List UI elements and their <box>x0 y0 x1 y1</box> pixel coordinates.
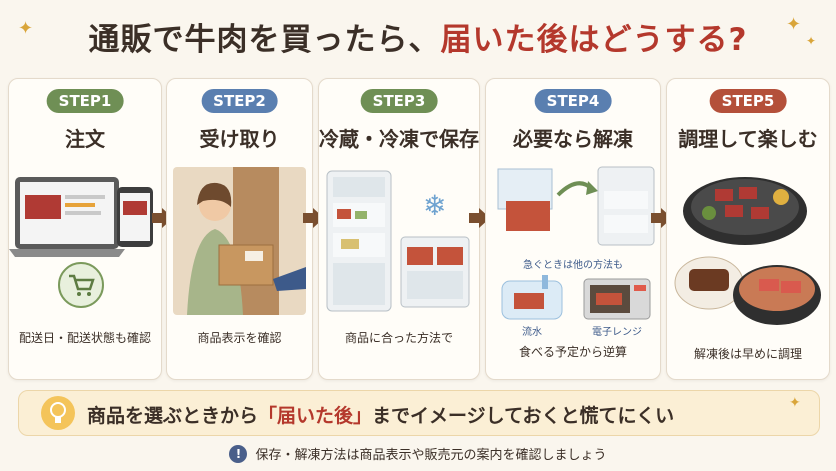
running-water-illustration <box>501 275 563 320</box>
grill-illustration <box>674 177 821 325</box>
page-title: 通販で牛肉を買ったら、届いた後はどうする? <box>0 14 836 59</box>
step-caption: 食べる予定から逆算 <box>518 345 627 359</box>
tip-highlight: 「届いた後」 <box>258 405 373 427</box>
step-caption: 配送日・配送状態も確認 <box>18 331 151 345</box>
laptop-illustration <box>9 177 153 308</box>
step-caption: 商品表示を確認 <box>197 331 282 345</box>
cart-icon <box>69 274 95 296</box>
step-label: STEP1 <box>46 89 124 113</box>
microwave-illustration <box>583 278 651 320</box>
method-microwave-label: 電子レンジ <box>592 327 642 338</box>
step-label: STEP4 <box>534 89 612 113</box>
step-card-5: STEP5 調理して楽しむ 解凍後は早めに調理 <box>666 78 830 380</box>
tip-before: 商品を選ぶときから <box>87 405 259 427</box>
lightbulb-icon <box>41 396 75 430</box>
snowflake-icon: ❄ <box>423 189 447 222</box>
sparkle-icon: ✦ <box>786 14 802 35</box>
step-card-2: STEP2 受け取り 商品表示を確認 <box>166 78 313 380</box>
step-card-3: STEP3 冷蔵・冷凍で保存 ❄ 商品に合った方法で <box>318 78 480 380</box>
receiving-package-illustration <box>173 167 306 315</box>
step-caption: 解凍後は早めに調理 <box>693 347 802 361</box>
step-caption: 商品に合った方法で <box>344 331 453 345</box>
step-title: 調理して楽しむ <box>678 127 818 151</box>
sparkle-icon: ✦ <box>806 34 817 48</box>
sparkle-icon: ✦ <box>18 18 34 39</box>
method-water-label: 流水 <box>522 327 542 338</box>
sparkle-icon: ✦ <box>789 395 801 411</box>
tip-text: 商品を選ぶときから「届いた後」までイメージしておくと慌てにくい <box>87 401 674 428</box>
step-card-4: STEP4 必要なら解凍 急ぐときは他の方法も 流水 電子レンジ 食べる予定から… <box>485 78 661 380</box>
title-main: 通販で牛肉を買ったら、 <box>88 22 441 58</box>
step-title: 冷蔵・冷凍で保存 <box>319 127 479 151</box>
step-title: 注文 <box>65 127 105 151</box>
title-accent: 届いた後はどうする? <box>440 22 748 58</box>
step-label: STEP3 <box>360 89 438 113</box>
step-card-1: STEP1 注文 配送日・配送状態も確認 <box>8 78 162 380</box>
step-label: STEP2 <box>201 89 278 113</box>
step-label: STEP5 <box>709 89 787 113</box>
thawing-illustration <box>497 166 655 246</box>
tip-after: までイメージしておくと慌てにくい <box>372 405 675 427</box>
fridge-illustration <box>326 170 470 312</box>
tip-banner: 商品を選ぶときから「届いた後」までイメージしておくと慌てにくい ✦ <box>18 390 820 436</box>
footer-note: ! 保存・解凍方法は商品表示や販売元の案内を確認しましょう <box>0 444 836 463</box>
step-note: 急ぐときは他の方法も <box>523 260 623 271</box>
step-title: 受け取り <box>199 127 280 151</box>
exclamation-icon: ! <box>229 444 248 463</box>
footer-text: 保存・解凍方法は商品表示や販売元の案内を確認しましょう <box>255 448 607 463</box>
step-title: 必要なら解凍 <box>513 127 633 151</box>
